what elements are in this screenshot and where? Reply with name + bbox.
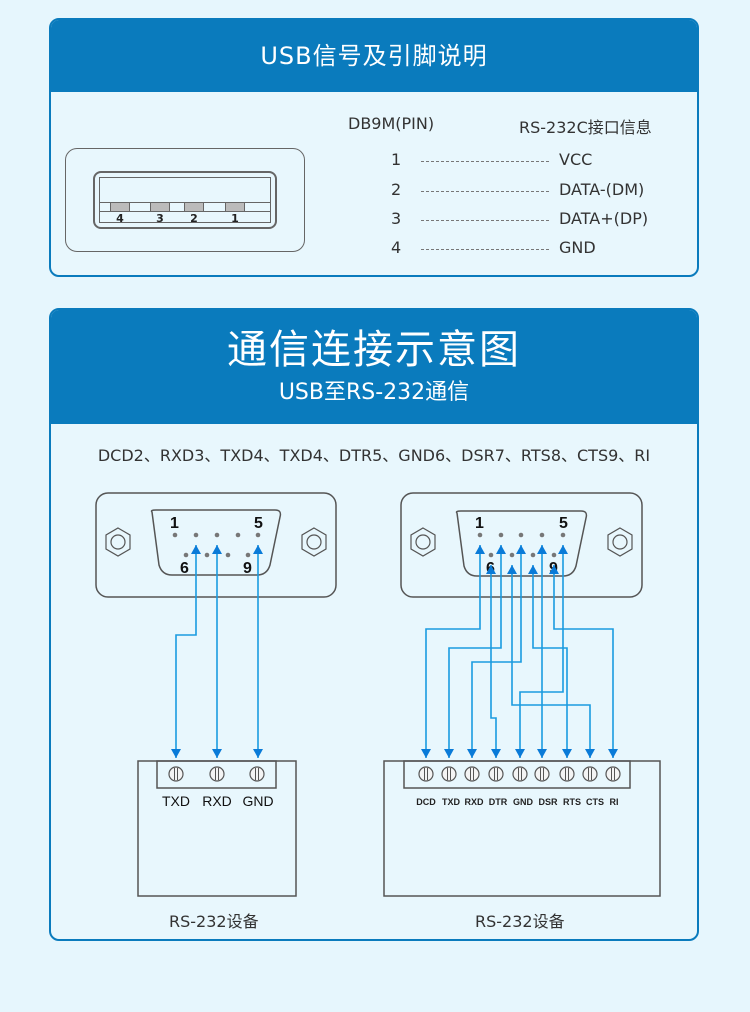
dashed-leader xyxy=(421,220,549,221)
pin-number: 1 xyxy=(391,150,402,169)
comm-diagram-panel: 通信连接示意图 USB至RS-232通信 DCD2、RXD3、TXD4、TXD4… xyxy=(49,308,699,941)
usb-pin-number: 4 xyxy=(116,212,124,225)
usb-pin-number: 3 xyxy=(156,212,164,225)
usb-connector-illustration: 4 3 2 1 xyxy=(65,148,305,252)
comm-panel-subtitle: USB至RS-232通信 xyxy=(278,380,470,405)
comm-panel-title: 通信连接示意图 xyxy=(227,327,521,373)
pin-signal: DATA+(DP) xyxy=(559,209,649,228)
db9-pin-list: DCD2、RXD3、TXD4、TXD4、DTR5、GND6、DSR7、RTS8、… xyxy=(97,446,651,465)
usb-contact xyxy=(110,203,130,211)
right-device-label: RS-232设备 xyxy=(475,912,565,931)
left-device-label: RS-232设备 xyxy=(169,912,259,931)
pin-column-header: DB9M(PIN) xyxy=(348,114,435,133)
usb-signal-panel: USB信号及引脚说明 4 3 2 1 DB9M(PIN) RS-232C接口信息… xyxy=(49,18,699,277)
pin-signal: GND xyxy=(559,238,596,257)
dashed-leader xyxy=(421,161,549,162)
usb-pin-number: 1 xyxy=(231,212,239,225)
signal-column-header: RS-232C接口信息 xyxy=(519,118,652,137)
pin-number: 4 xyxy=(391,238,402,257)
usb-port-shell: 4 3 2 1 xyxy=(93,171,277,229)
usb-contact xyxy=(150,203,170,211)
pin-signal: DATA-(DM) xyxy=(559,180,645,199)
usb-contact-strip xyxy=(100,202,270,212)
comm-panel-header: 通信连接示意图 USB至RS-232通信 xyxy=(51,310,697,424)
usb-contact xyxy=(225,203,245,211)
usb-pin-number: 2 xyxy=(190,212,198,225)
usb-panel-title: USB信号及引脚说明 xyxy=(51,20,697,92)
dashed-leader xyxy=(421,249,549,250)
usb-contact xyxy=(184,203,204,211)
pin-number: 2 xyxy=(391,180,402,199)
pin-number: 3 xyxy=(391,209,402,228)
pin-signal: VCC xyxy=(559,150,593,169)
dashed-leader xyxy=(421,191,549,192)
